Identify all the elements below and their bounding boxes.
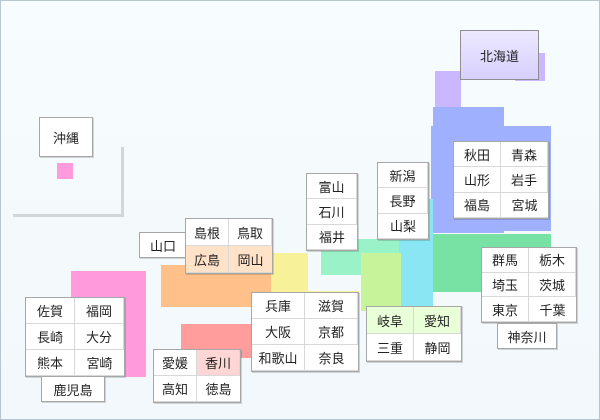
hokkaido-region-shape	[435, 71, 461, 111]
mie-cell[interactable]: 三重	[367, 334, 414, 361]
tohoku-grid: 秋田 青森 山形 岩手 福島 宮城	[453, 141, 549, 219]
shiga-cell[interactable]: 滋賀	[305, 293, 358, 319]
okinawa-border-line-vertical	[121, 147, 124, 217]
hokkaido-box[interactable]: 北海道	[460, 30, 539, 80]
gunma-cell[interactable]: 群馬	[482, 248, 529, 273]
niigata-cell[interactable]: 新潟	[378, 163, 428, 189]
hiroshima-cell[interactable]: 広島	[186, 246, 229, 273]
shikoku-grid: 愛媛 香川 高知 徳島	[153, 349, 241, 403]
chugoku-grid: 島根 鳥取 広島 岡山	[185, 218, 273, 274]
nara-cell[interactable]: 奈良	[305, 345, 358, 371]
yamagata-cell[interactable]: 山形	[454, 167, 501, 193]
fukui-cell[interactable]: 福井	[307, 225, 357, 250]
okinawa-border-line-horizontal	[13, 214, 124, 217]
iwate-cell[interactable]: 岩手	[501, 167, 548, 193]
hyogo-cell[interactable]: 兵庫	[252, 293, 305, 319]
hokkaido-label: 北海道	[479, 49, 519, 65]
chiba-cell[interactable]: 千葉	[529, 297, 576, 322]
shizuoka-cell[interactable]: 静岡	[414, 334, 461, 361]
akita-cell[interactable]: 秋田	[454, 142, 501, 168]
tottori-cell[interactable]: 鳥取	[229, 219, 272, 246]
miyazaki-cell[interactable]: 宮崎	[75, 350, 124, 376]
oita-cell[interactable]: 大分	[75, 324, 124, 350]
hokuriku-grid: 富山 石川 福井	[306, 173, 358, 251]
yamaguchi-box[interactable]: 山口	[139, 232, 187, 258]
tochigi-cell[interactable]: 栃木	[529, 248, 576, 273]
kanto-grid: 群馬 栃木 埼玉 茨城 東京 千葉	[481, 247, 577, 323]
tokai-region-shape	[361, 253, 401, 311]
nagano-cell[interactable]: 長野	[378, 188, 428, 214]
ishikawa-cell[interactable]: 石川	[307, 199, 357, 225]
saitama-cell[interactable]: 埼玉	[482, 272, 529, 298]
okayama-cell[interactable]: 岡山	[229, 246, 272, 273]
tokyo-cell[interactable]: 東京	[482, 297, 529, 322]
saga-cell[interactable]: 佐賀	[26, 298, 75, 324]
shimane-cell[interactable]: 島根	[186, 219, 229, 246]
kagoshima-box[interactable]: 鹿児島	[41, 376, 105, 402]
gifu-cell[interactable]: 岐阜	[367, 307, 414, 334]
kanagawa-label: 神奈川	[507, 330, 547, 346]
toyama-cell[interactable]: 富山	[307, 174, 357, 200]
fukushima-cell[interactable]: 福島	[454, 192, 501, 218]
okinawa-box[interactable]: 沖縄	[39, 117, 93, 157]
tokushima-cell[interactable]: 徳島	[197, 376, 240, 402]
kagoshima-label: 鹿児島	[53, 383, 93, 399]
kyushu-grid: 佐賀 福岡 長崎 大分 熊本 宮崎	[25, 297, 125, 377]
yamaguchi-label: 山口	[149, 239, 176, 255]
kanagawa-box[interactable]: 神奈川	[497, 323, 557, 349]
nagasaki-cell[interactable]: 長崎	[26, 324, 75, 350]
wakayama-cell[interactable]: 和歌山	[252, 345, 305, 371]
osaka-cell[interactable]: 大阪	[252, 319, 305, 345]
okinawa-label: 沖縄	[52, 131, 79, 147]
okinawa-region-shape	[57, 163, 73, 179]
ibaraki-cell[interactable]: 茨城	[529, 272, 576, 298]
aichi-cell[interactable]: 愛知	[414, 307, 461, 334]
kochi-cell[interactable]: 高知	[154, 376, 197, 402]
kyoto-cell[interactable]: 京都	[305, 319, 358, 345]
fukuoka-cell[interactable]: 福岡	[75, 298, 124, 324]
aomori-cell[interactable]: 青森	[501, 142, 548, 168]
chubu-north-grid: 新潟 長野 山梨	[377, 162, 429, 240]
ehime-cell[interactable]: 愛媛	[154, 350, 197, 376]
kumamoto-cell[interactable]: 熊本	[26, 350, 75, 376]
yamanashi-cell[interactable]: 山梨	[378, 214, 428, 239]
miyagi-cell[interactable]: 宮城	[501, 193, 548, 218]
kinki-grid: 兵庫 滋賀 大阪 京都 和歌山 奈良	[251, 292, 359, 372]
tokai-grid: 岐阜 愛知 三重 静岡	[366, 306, 462, 362]
kagawa-cell[interactable]: 香川	[197, 350, 240, 376]
